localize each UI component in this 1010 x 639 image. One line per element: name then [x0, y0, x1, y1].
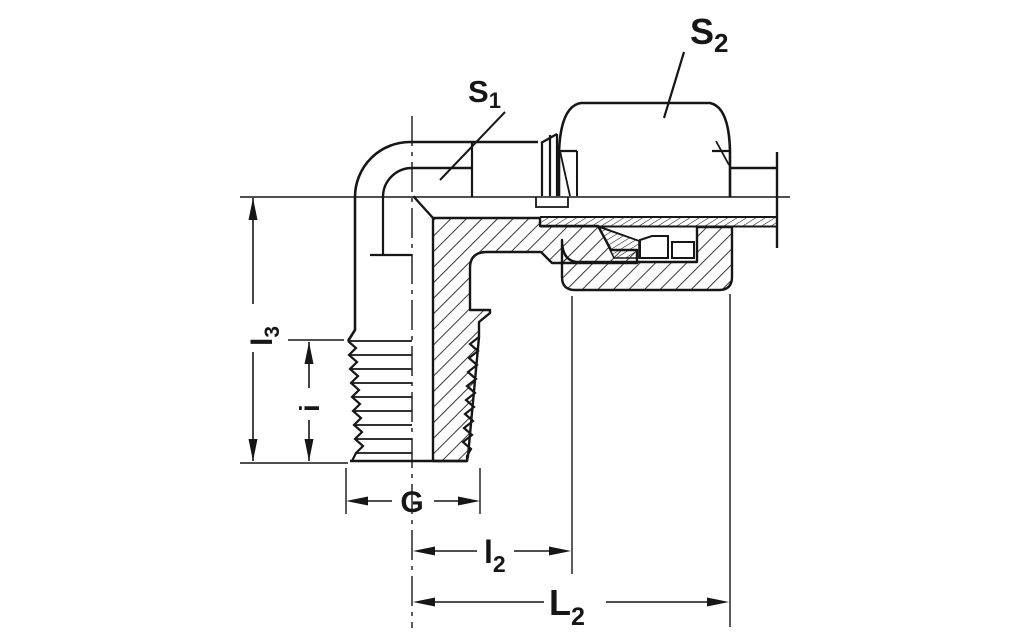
tube-wall-section [539, 216, 777, 228]
tube [730, 152, 779, 248]
label-l3: l3 [246, 326, 284, 346]
callout-s1: S1 [439, 74, 506, 181]
dim-i: i [294, 342, 325, 461]
centerlines [240, 116, 790, 628]
elbow-body-external [346, 133, 569, 342]
dim-l2: l2 [413, 534, 571, 577]
label-L2: L2 [549, 582, 585, 631]
dim-L2: L2 [413, 582, 729, 631]
dim-g: G [346, 486, 480, 519]
label-i: i [294, 404, 325, 412]
compression-nut-external [557, 101, 732, 197]
label-s2: S2 [690, 11, 728, 58]
dim-l3: l3 [242, 198, 284, 461]
male-thread-stud [347, 336, 480, 463]
label-l2: l2 [484, 534, 506, 577]
ferrule-rear [671, 241, 695, 259]
label-s1: S1 [468, 74, 501, 113]
cutting-ring-ferrule [597, 225, 695, 259]
extension-lines [240, 294, 731, 627]
label-g: G [400, 486, 423, 519]
nut-section-outline [560, 225, 734, 292]
ferrule-body [639, 235, 669, 259]
compression-nut-section [560, 225, 734, 292]
callout-s2: S2 [662, 11, 728, 119]
